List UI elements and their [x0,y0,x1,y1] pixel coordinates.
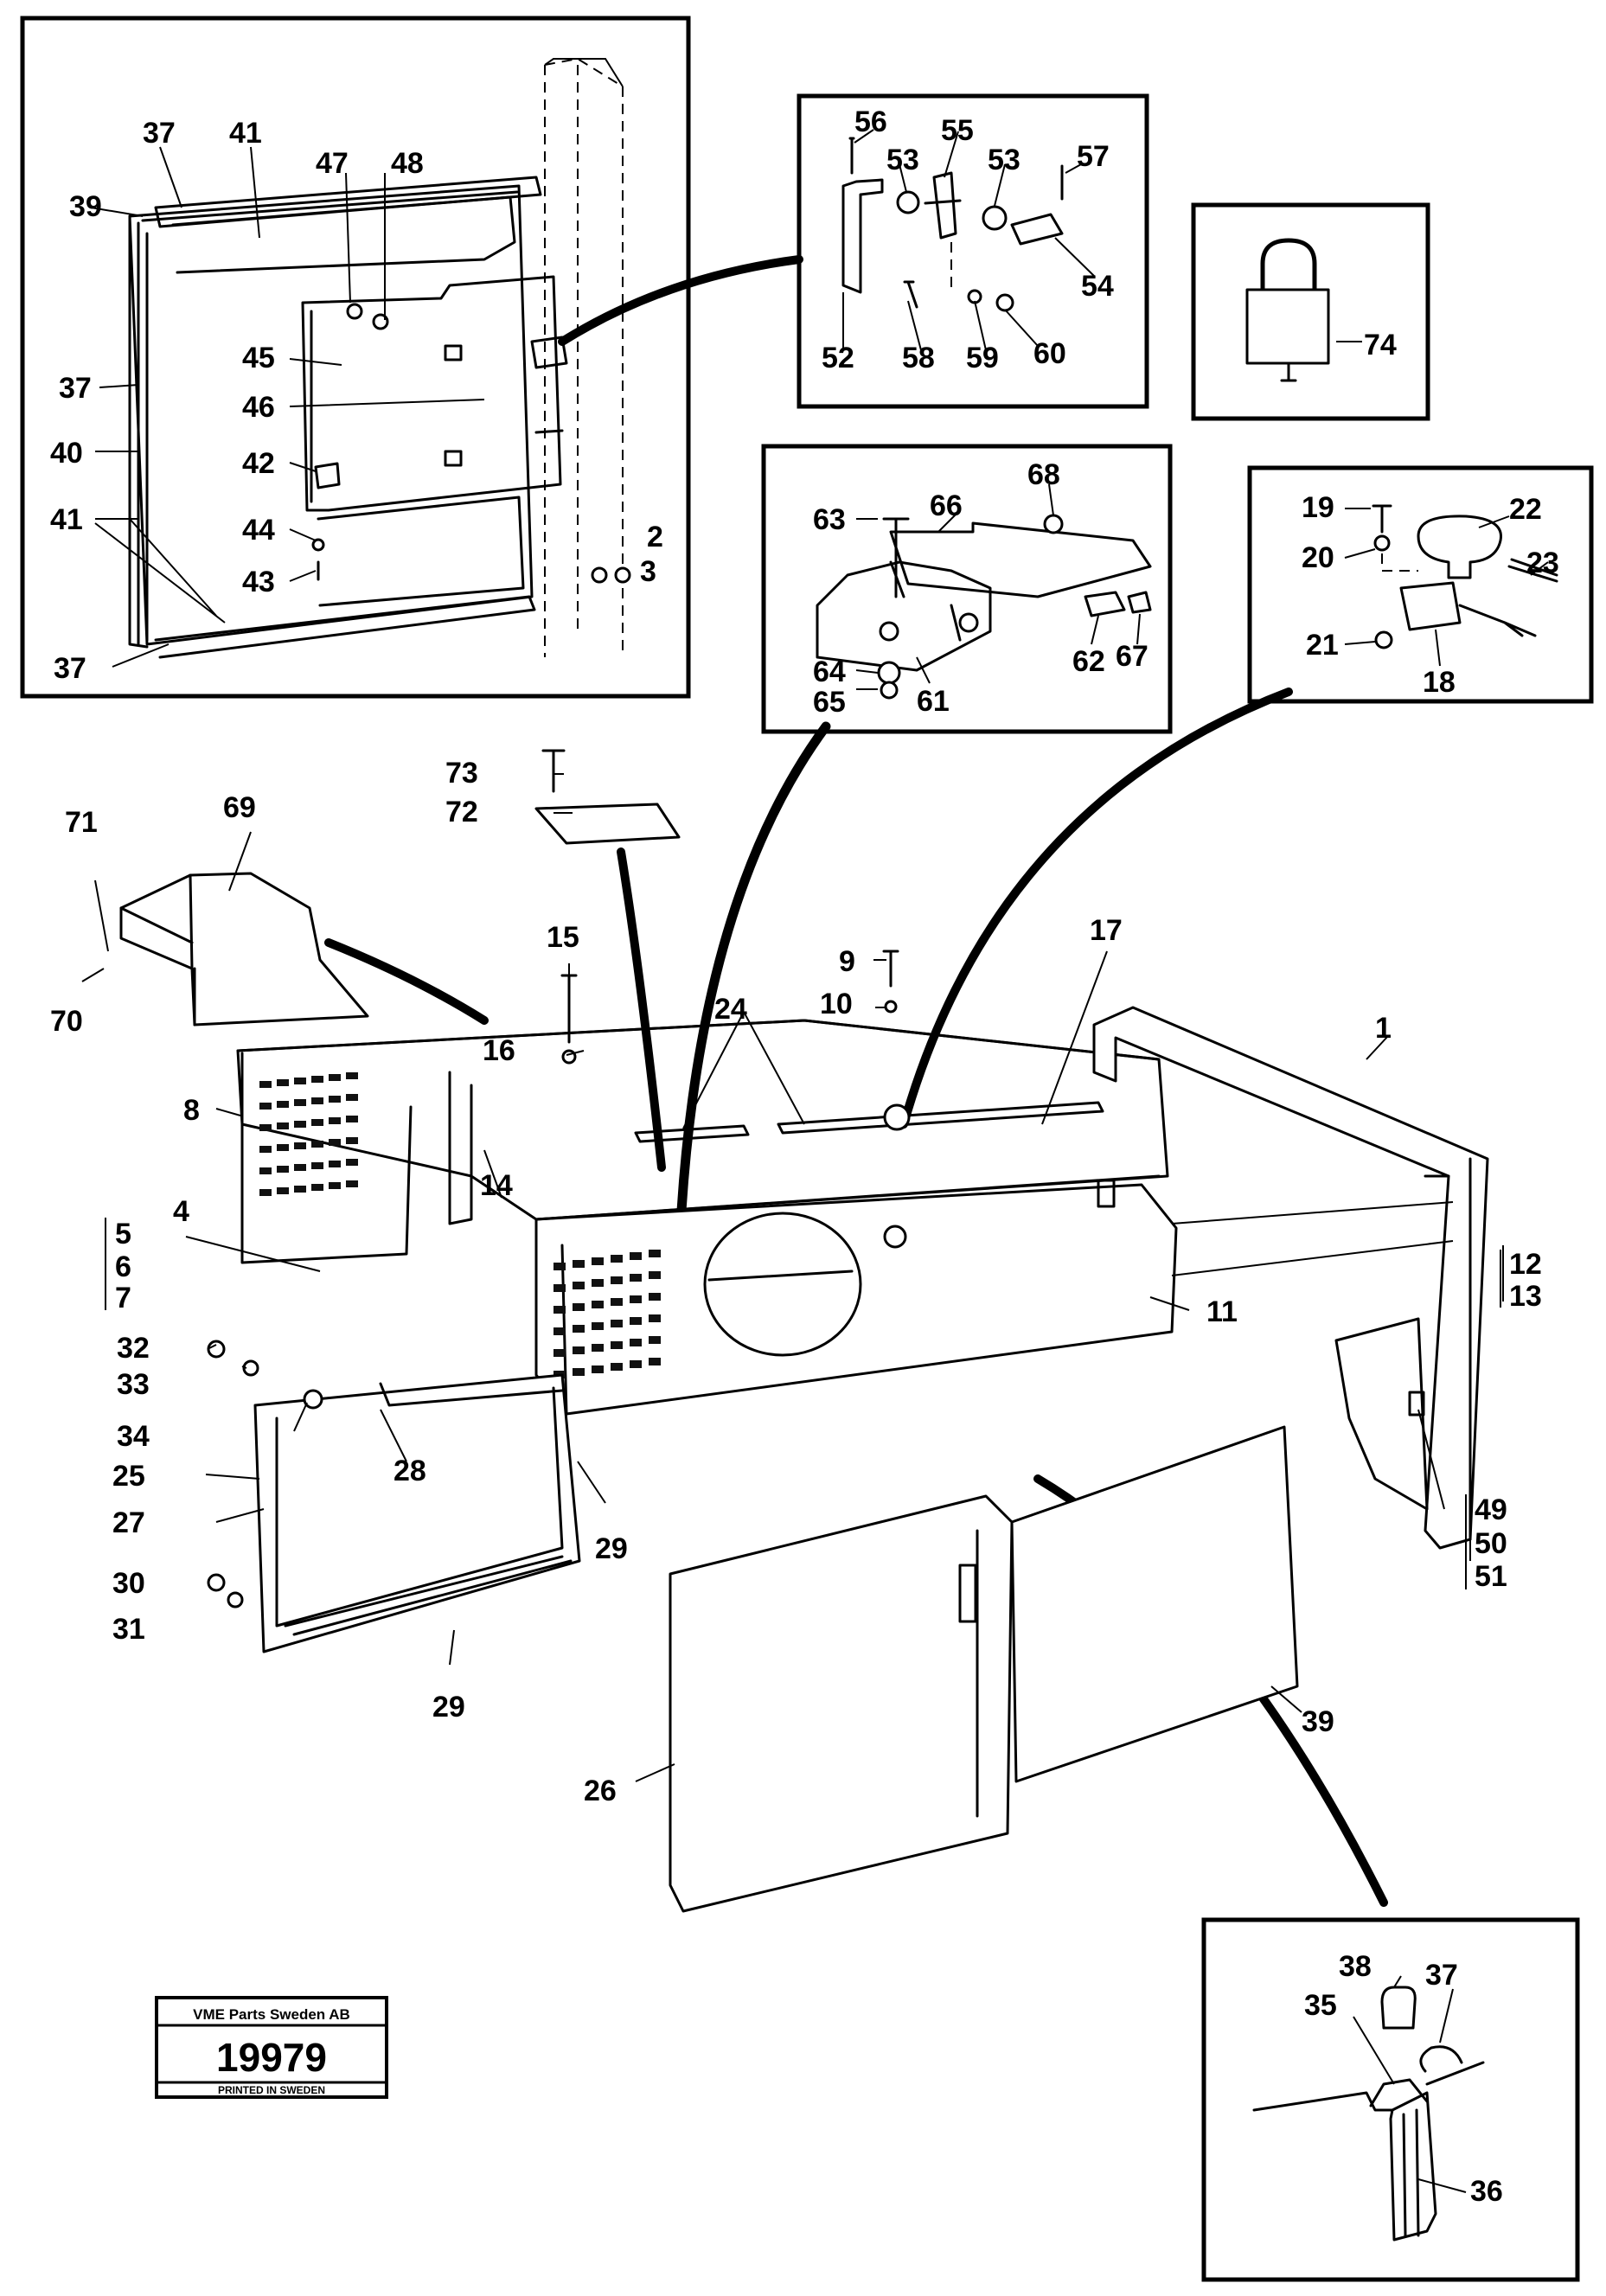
stamp-company: VME Parts Sweden AB [193,2006,350,2023]
callout-53: 53 [988,144,1021,176]
callout-32: 32 [117,1332,150,1365]
callout-16: 16 [483,1034,515,1067]
callout-73: 73 [445,757,478,790]
callout-55: 55 [941,114,974,147]
left-grille [259,1072,358,1196]
callout-37: 37 [59,372,92,405]
callout-52: 52 [822,342,854,374]
callout-37: 37 [54,652,86,685]
callout-26: 26 [584,1775,617,1807]
callout-51: 51 [1475,1560,1507,1593]
callout-9: 9 [839,945,855,978]
callout-22: 22 [1509,493,1542,526]
callout-19: 19 [1302,491,1334,524]
callout-74: 74 [1364,329,1397,361]
callout-37: 37 [1425,1959,1458,1992]
callout-54: 54 [1081,270,1114,303]
callout-25: 25 [112,1460,145,1493]
callout-4: 4 [173,1195,189,1228]
callout-57: 57 [1077,140,1110,173]
callout-41: 41 [229,117,262,150]
callout-39: 39 [1302,1705,1334,1738]
inset-panel-assembly [20,16,691,699]
callout-3: 3 [640,555,656,588]
callout-37: 37 [143,117,176,150]
group-bars [105,1218,1501,1589]
callout-18: 18 [1423,666,1456,699]
parts-stamp: VME Parts Sweden AB 19979 PRINTED IN SWE… [155,1996,388,2099]
callout-28: 28 [394,1455,426,1487]
front-grille [553,1250,661,1378]
callout-8: 8 [183,1094,200,1127]
callout-10: 10 [820,988,853,1020]
callout-61: 61 [917,685,950,718]
callout-62: 62 [1072,645,1105,678]
callout-35: 35 [1304,1989,1337,2022]
callout-47: 47 [316,147,349,180]
callout-29: 29 [595,1532,628,1565]
callout-65: 65 [813,686,846,719]
callout-40: 40 [50,437,83,470]
callout-33: 33 [117,1368,150,1401]
callout-70: 70 [50,1005,83,1038]
callout-38: 38 [1339,1950,1372,1983]
callout-46: 46 [242,391,275,424]
callout-11: 11 [1206,1295,1238,1328]
callout-7: 7 [115,1282,131,1314]
callout-56: 56 [854,106,887,138]
callout-24: 24 [714,993,747,1026]
callout-29: 29 [432,1691,465,1724]
callout-23: 23 [1526,547,1559,579]
callout-50: 50 [1475,1527,1507,1560]
callout-63: 63 [813,503,846,536]
inset-padlock [1191,202,1430,421]
callout-43: 43 [242,566,275,598]
callout-39: 39 [69,190,102,223]
callout-15: 15 [547,921,579,954]
callout-31: 31 [112,1613,145,1646]
callout-66: 66 [930,489,963,522]
callout-59: 59 [966,342,999,374]
callout-1: 1 [1375,1012,1392,1045]
inset-hinge-bracket [761,444,1173,734]
callout-60: 60 [1033,337,1066,370]
callout-48: 48 [391,147,424,180]
main-assembly [81,749,1504,1913]
callout-5: 5 [115,1218,131,1250]
callout-69: 69 [223,791,256,824]
stamp-footer: PRINTED IN SWEDEN [218,2084,325,2096]
callout-6: 6 [115,1250,131,1283]
callout-14: 14 [480,1169,513,1202]
callout-72: 72 [445,796,478,828]
stamp-number: 19979 [216,2035,327,2080]
callout-68: 68 [1027,458,1060,491]
callout-41: 41 [50,503,83,536]
callout-64: 64 [813,656,846,688]
inset-latch [797,93,1149,409]
callout-17: 17 [1090,914,1123,947]
callout-21: 21 [1306,629,1339,662]
callout-45: 45 [242,342,275,374]
callout-34: 34 [117,1420,150,1453]
callout-42: 42 [242,447,275,480]
callout-71: 71 [65,806,98,839]
callout-27: 27 [112,1506,145,1539]
connector-arcs [324,255,1388,1907]
callout-53: 53 [886,144,919,176]
callout-2: 2 [647,521,663,553]
callout-13: 13 [1509,1280,1542,1313]
inset-knob-lock [1247,465,1594,704]
callout-44: 44 [242,514,275,547]
callout-67: 67 [1116,640,1149,673]
callout-49: 49 [1475,1493,1507,1526]
inset-corner-detail [1201,1917,1580,2282]
callout-12: 12 [1509,1248,1542,1281]
callout-labels: 37 41 39 47 48 37 45 46 40 42 41 44 43 2… [50,106,1559,2208]
callout-58: 58 [902,342,935,374]
callout-30: 30 [112,1567,145,1600]
callout-36: 36 [1470,2175,1503,2208]
callout-20: 20 [1302,541,1334,574]
